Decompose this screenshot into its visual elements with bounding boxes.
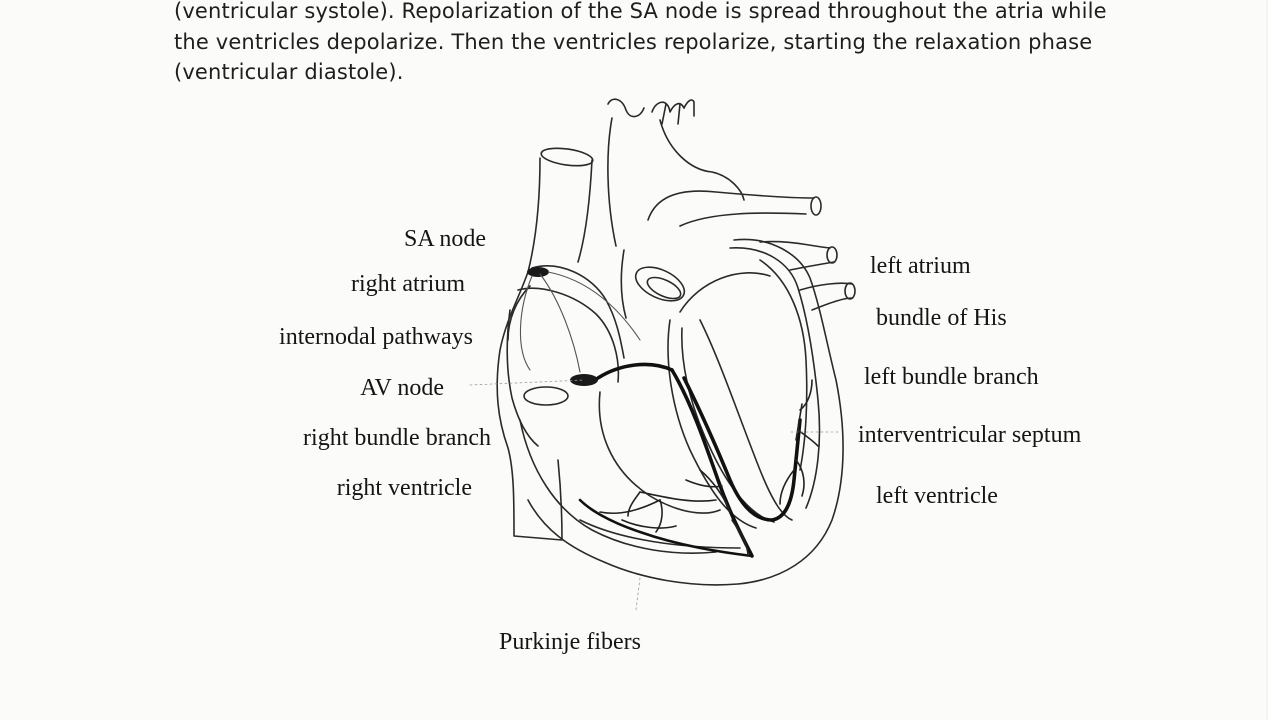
- label-av-node: AV node: [360, 375, 444, 401]
- label-bundle-of-his: bundle of His: [876, 305, 1007, 331]
- septum-lines: [667, 319, 775, 529]
- paragraph-line-2: the ventricles depolarize. Then the vent…: [174, 29, 1093, 54]
- heart-outline: [527, 238, 844, 586]
- label-interventricular-septum: interventricular septum: [858, 422, 1082, 448]
- av-node-mark: [570, 374, 598, 386]
- body-paragraph: (ventricular systole). Repolarization of…: [174, 0, 1184, 88]
- label-sa-node: SA node: [403, 226, 486, 252]
- pulmonary-vessels: [647, 190, 856, 311]
- tricuspid-valve: [523, 386, 569, 406]
- label-right-atrium: right atrium: [351, 271, 465, 297]
- paragraph-line-1: (ventricular systole). Repolarization of…: [174, 0, 1107, 23]
- label-right-bundle-branch: right bundle branch: [303, 425, 491, 451]
- superior-vena-cava: [496, 147, 594, 541]
- label-left-bundle-branch: left bundle branch: [864, 364, 1039, 390]
- label-purkinje-fibers: Purkinje fibers: [499, 629, 641, 655]
- label-left-ventricle: left ventricle: [876, 483, 998, 509]
- left-ventricle-chamber: [699, 259, 808, 521]
- label-internodal-pathways: internodal pathways: [279, 324, 473, 350]
- label-right-ventricle: right ventricle: [336, 475, 472, 501]
- paragraph-line-3: (ventricular diastole).: [174, 60, 404, 84]
- aortic-valve: [634, 266, 686, 302]
- label-left-atrium: left atrium: [870, 253, 971, 279]
- internodal-pathway-lines: [519, 271, 641, 373]
- sa-node-mark: [527, 267, 549, 277]
- aortic-arch: [607, 98, 745, 247]
- page-edge-strip: [1268, 0, 1280, 720]
- bundle-branches: [578, 362, 802, 558]
- purkinje-fibers: [599, 379, 819, 557]
- right-atrium-chamber: [506, 285, 620, 447]
- leader-lines: [469, 379, 839, 611]
